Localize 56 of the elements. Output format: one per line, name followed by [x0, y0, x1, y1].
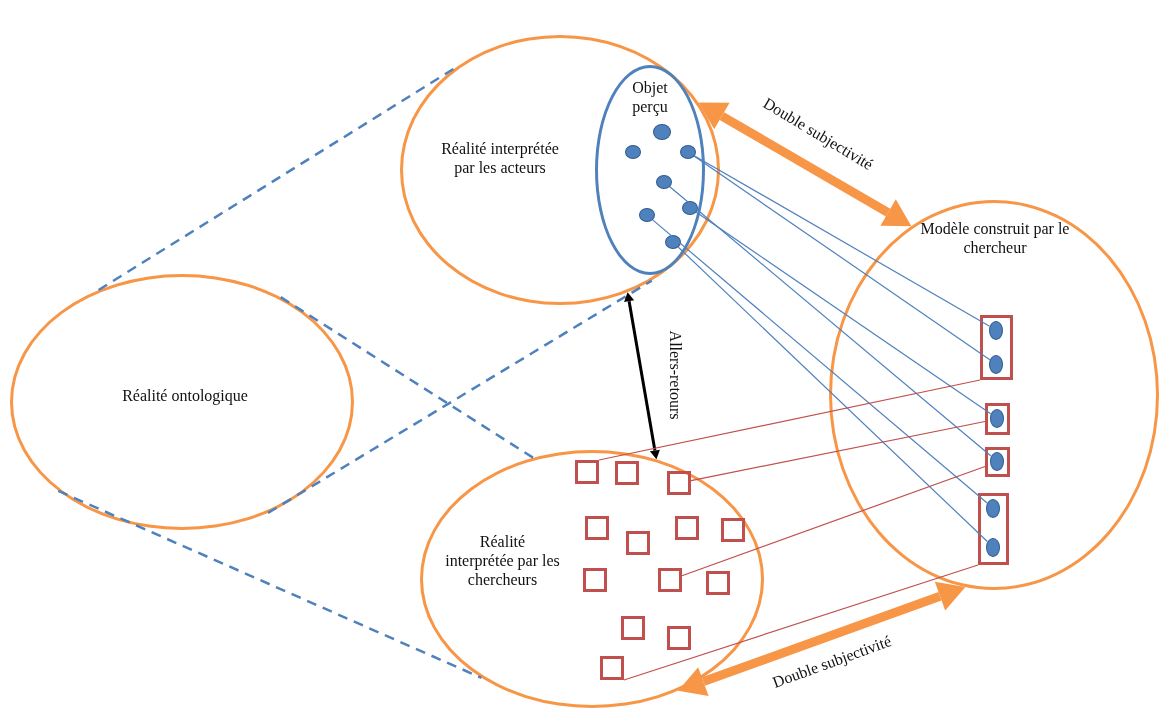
- dot: [639, 208, 655, 222]
- dot: [989, 320, 1003, 340]
- oval-region: [400, 35, 720, 305]
- dot: [986, 537, 1000, 557]
- double-arrow: [678, 581, 966, 696]
- dot: [625, 145, 641, 159]
- region-label: Objet perçu: [631, 78, 669, 116]
- connector-line: [677, 246, 988, 543]
- dot: [665, 235, 681, 249]
- connector-line: [598, 379, 981, 461]
- connector-line: [694, 155, 991, 327]
- dot: [682, 201, 698, 215]
- dot: [989, 354, 1003, 374]
- dot: [680, 145, 696, 159]
- square-marker: [675, 516, 699, 540]
- dot: [656, 175, 672, 189]
- dot: [653, 124, 671, 140]
- grouping-frame: [978, 493, 1009, 565]
- grouping-frame: [985, 447, 1010, 477]
- connector-line: [623, 564, 979, 681]
- region-label: Modèle construit par le chercheur: [919, 219, 1071, 257]
- square-marker: [706, 571, 730, 595]
- dashed-line: [267, 279, 653, 514]
- square-marker: [658, 568, 682, 592]
- dot: [986, 498, 1000, 518]
- square-marker: [626, 531, 650, 555]
- connector-line: [681, 465, 986, 577]
- double-arrow: [624, 292, 660, 460]
- dashed-line: [280, 296, 534, 459]
- square-marker: [621, 616, 645, 640]
- square-marker: [585, 516, 609, 540]
- connector-line: [669, 186, 992, 457]
- dashed-line: [57, 489, 482, 679]
- connector-line: [652, 219, 988, 504]
- square-marker: [600, 656, 624, 680]
- oval-region: [420, 450, 764, 708]
- oval-region: [10, 274, 354, 530]
- connector-line: [695, 211, 992, 415]
- dot: [990, 451, 1004, 471]
- grouping-frame: [985, 403, 1010, 435]
- region-label: Réalité interprétée par les chercheurs: [445, 531, 560, 589]
- connector-line: [690, 420, 986, 482]
- connector-line: [693, 155, 991, 361]
- square-marker: [583, 568, 607, 592]
- oval-region: [829, 200, 1159, 590]
- double-arrow: [698, 102, 912, 227]
- region-label: Réalité ontologique: [122, 385, 248, 405]
- grouping-frame: [980, 315, 1013, 380]
- dot: [990, 408, 1004, 428]
- square-marker: [667, 471, 691, 495]
- oval-region: [595, 65, 705, 275]
- square-marker: [575, 460, 599, 484]
- square-marker: [721, 518, 745, 542]
- square-marker: [615, 461, 639, 485]
- square-marker: [667, 626, 691, 650]
- region-label: Réalité interprétée par les acteurs: [440, 138, 560, 177]
